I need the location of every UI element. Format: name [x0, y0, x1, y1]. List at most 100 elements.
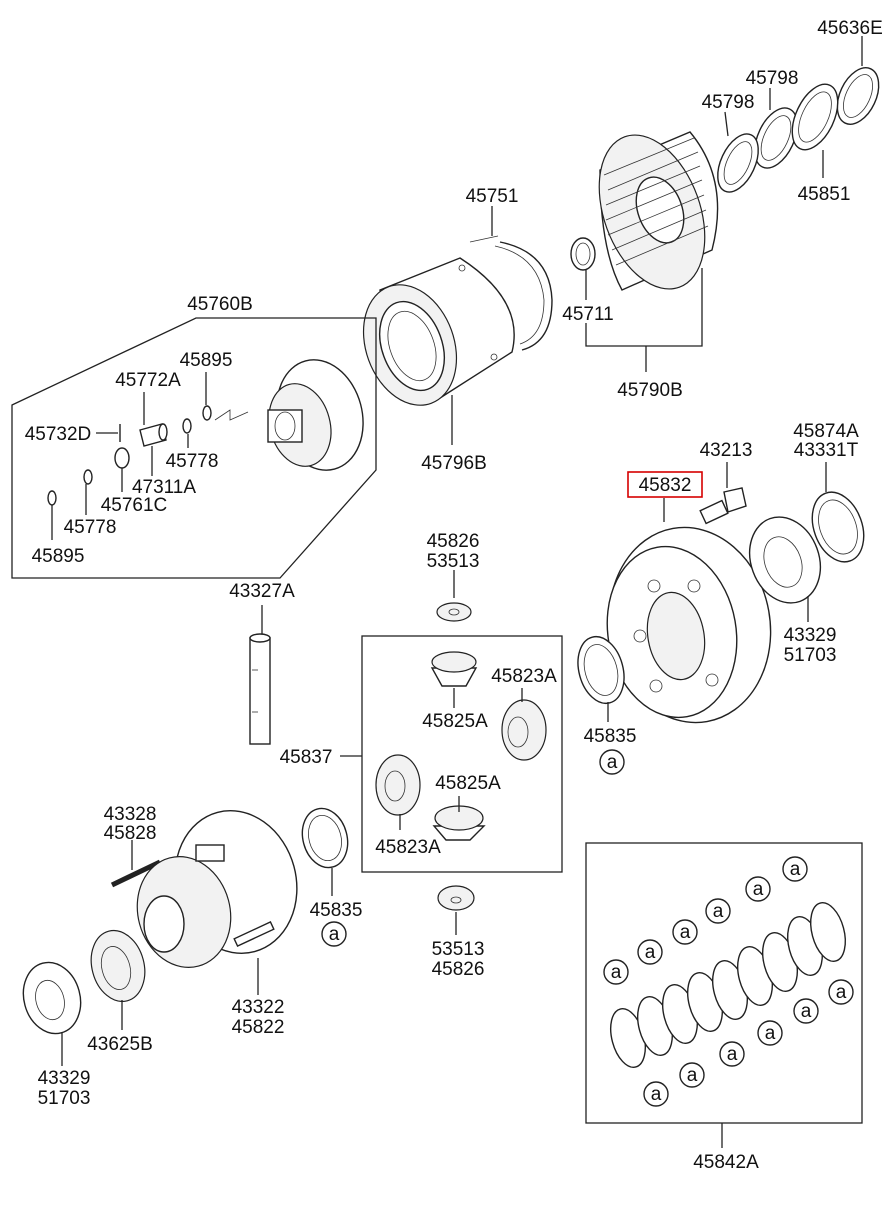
svg-text:a: a: [753, 879, 764, 900]
speedo-gear-43625b: [90, 929, 146, 1003]
label-45796b: 45796B: [421, 453, 487, 474]
label-45751: 45751: [466, 186, 519, 207]
shim-45835-b: [301, 807, 349, 869]
shim-45835-a: [577, 635, 625, 705]
race-45874a: [811, 491, 865, 563]
callout-a-text: a: [329, 924, 340, 945]
shim-kit-washers: [610, 902, 846, 1068]
svg-text:a: a: [727, 1044, 738, 1065]
label-45835-a: 45835: [584, 726, 637, 747]
svg-text:a: a: [680, 922, 691, 943]
thrust-washer-53513-a: [436, 602, 472, 622]
label-45798-b: 45798: [702, 92, 755, 113]
pinion-shaft-43327a: [249, 633, 271, 745]
label-45828: 45828: [104, 823, 157, 844]
svg-text:a: a: [687, 1065, 698, 1086]
label-47311a: 47311A: [132, 477, 196, 498]
label-45825a-a: 45825A: [422, 711, 488, 732]
part-labels: 45636E 45798 45798 45851 45751 45711 457…: [25, 18, 883, 1173]
label-43329-a: 43329: [784, 625, 837, 646]
label-51703-a: 51703: [784, 645, 837, 666]
side-gear-45823a-left: [375, 754, 421, 816]
washer-45895-a: [202, 405, 212, 421]
highlight-box: [627, 471, 703, 498]
label-45842a: 45842A: [693, 1152, 759, 1173]
callout-a-text: a: [607, 752, 618, 773]
washer-45798-b: [717, 133, 759, 193]
label-43327a: 43327A: [229, 581, 295, 602]
shim-kit-callouts: a a a a a a a a a a a a: [603, 856, 854, 1107]
label-45825a-b: 45825A: [435, 773, 501, 794]
label-43625b: 43625B: [87, 1034, 153, 1055]
differential-case-43322: [136, 810, 298, 968]
bearing-43329-b: [22, 961, 82, 1035]
seal-ring-45711: [570, 237, 596, 271]
bearing-43329-a: [748, 516, 822, 604]
label-45711: 45711: [562, 304, 613, 325]
callout-a-marker: [321, 921, 347, 947]
label-45822: 45822: [232, 1017, 285, 1038]
label-43329-b: 43329: [38, 1068, 91, 1089]
svg-text:a: a: [790, 859, 801, 880]
label-43213: 43213: [700, 440, 753, 461]
label-53513-a: 53513: [427, 551, 480, 572]
pin-45732d: [96, 424, 121, 442]
svg-text:a: a: [836, 982, 847, 1003]
snap-ring-45751: [469, 235, 553, 351]
label-51703-b: 51703: [38, 1088, 91, 1109]
label-45772a: 45772A: [115, 370, 181, 391]
label-45760b: 45760B: [187, 294, 253, 315]
label-45636e: 45636E: [817, 18, 883, 39]
svg-text:a: a: [765, 1023, 776, 1044]
final-gear-45832: [606, 526, 772, 724]
label-45851: 45851: [798, 184, 851, 205]
svg-text:a: a: [713, 901, 724, 922]
washer-45636e: [836, 67, 880, 125]
washer-45798-a: [754, 107, 798, 169]
bolt-43213: [699, 487, 747, 525]
pinion-gear-45825a-top: [430, 651, 478, 687]
label-45823a-b: 45823A: [375, 837, 441, 858]
label-45895-b: 45895: [32, 546, 85, 567]
label-45835-b: 45835: [310, 900, 363, 921]
svg-text:a: a: [645, 942, 656, 963]
label-45790b: 45790B: [617, 380, 683, 401]
thrust-washer-53513-b: [437, 885, 475, 911]
washer-45895-b: [47, 490, 57, 506]
svg-text:a: a: [651, 1084, 662, 1105]
svg-text:a: a: [801, 1001, 812, 1022]
label-45837: 45837: [280, 747, 333, 768]
clutch-drum-45790b: [598, 131, 719, 291]
planet-carrier-45760b: [267, 359, 364, 471]
callout-a-marker: [599, 749, 625, 775]
pinion-shaft-45772a: [139, 423, 168, 447]
label-53513-b: 53513: [432, 939, 485, 960]
shim-kit-box: [585, 842, 863, 1124]
label-43322: 43322: [232, 997, 285, 1018]
pin-43328: [110, 859, 162, 888]
side-gear-45823a-right: [501, 699, 547, 761]
label-45826-b: 45826: [432, 959, 485, 980]
washer-45778-a: [182, 418, 192, 434]
label-45778-b: 45778: [64, 517, 117, 538]
label-43328: 43328: [104, 804, 157, 825]
label-45761c: 45761C: [101, 495, 168, 516]
svg-text:a: a: [611, 962, 622, 983]
label-45826-a: 45826: [427, 531, 480, 552]
label-45778-a: 45778: [166, 451, 219, 472]
label-45823a-a: 45823A: [491, 666, 557, 687]
label-45832: 45832: [639, 475, 692, 496]
label-43331t: 43331T: [794, 440, 859, 461]
washer-45778-b: [83, 469, 93, 485]
ring-gear-drum-45796b: [362, 257, 515, 406]
label-45732d: 45732D: [25, 424, 92, 445]
label-45874a: 45874A: [793, 421, 859, 442]
washer-45761c: [114, 447, 130, 469]
label-45895-a: 45895: [180, 350, 233, 371]
label-45798-a: 45798: [746, 68, 799, 89]
planetary-assembly-box: [11, 317, 377, 579]
washer-45851: [791, 83, 839, 151]
differential-gears-box: [361, 635, 563, 873]
